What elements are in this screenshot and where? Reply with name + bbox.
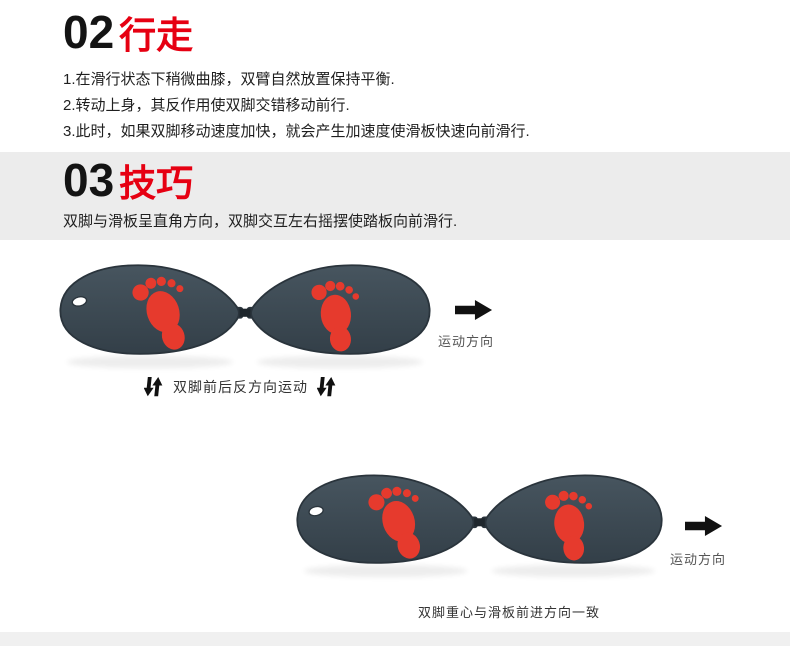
- section-technique-heading: 03 技巧: [63, 156, 790, 208]
- caster-board-illustration-1: [55, 256, 435, 374]
- opposite-motion-arrows-icon-left: [144, 377, 164, 397]
- section-technique-number: 03: [63, 154, 115, 206]
- caster-board-svg-2: [292, 466, 667, 583]
- motion-direction-label-1: 运动方向: [438, 334, 495, 349]
- motion-direction-label-2: 运动方向: [670, 552, 727, 567]
- walking-step-1: 1.在滑行状态下稍微曲膝，双臂自然放置保持平衡.: [63, 71, 395, 88]
- section-divider: [0, 632, 790, 646]
- section-walking: 02 行走 1.在滑行状态下稍微曲膝，双臂自然放置保持平衡. 2.转动上身，其反…: [63, 8, 723, 145]
- section-walking-heading: 02 行走: [63, 8, 723, 60]
- walking-steps: 1.在滑行状态下稍微曲膝，双臂自然放置保持平衡. 2.转动上身，其反作用使双脚交…: [63, 67, 723, 145]
- caster-board-illustration-2: [292, 466, 667, 583]
- section-technique-inner: 03 技巧 双脚与滑板呈直角方向，双脚交互左右摇摆使踏板向前滑行.: [0, 152, 790, 233]
- section-technique: 03 技巧 双脚与滑板呈直角方向，双脚交互左右摇摆使踏板向前滑行.: [0, 152, 790, 240]
- figure2-caption: 双脚重心与滑板前进方向一致: [418, 605, 601, 620]
- figure1-caption: 双脚前后反方向运动: [144, 374, 337, 400]
- walking-step-3: 3.此时，如果双脚移动速度加快，就会产生加速度使滑板快速向前滑行.: [63, 123, 530, 140]
- section-walking-number: 02: [63, 6, 115, 58]
- motion-direction-arrow-icon-2: [685, 516, 723, 536]
- opposite-motion-arrows-icon-right: [317, 377, 337, 397]
- motion-direction-arrow-icon-1: [455, 300, 493, 320]
- figure1-caption-text: 双脚前后反方向运动: [173, 379, 308, 395]
- technique-description: 双脚与滑板呈直角方向，双脚交互左右摇摆使踏板向前滑行.: [63, 213, 458, 230]
- section-walking-title: 行走: [119, 15, 194, 56]
- walking-step-2: 2.转动上身，其反作用使双脚交错移动前行.: [63, 97, 350, 114]
- section-technique-title: 技巧: [119, 163, 194, 204]
- caster-board-svg-1: [55, 256, 435, 374]
